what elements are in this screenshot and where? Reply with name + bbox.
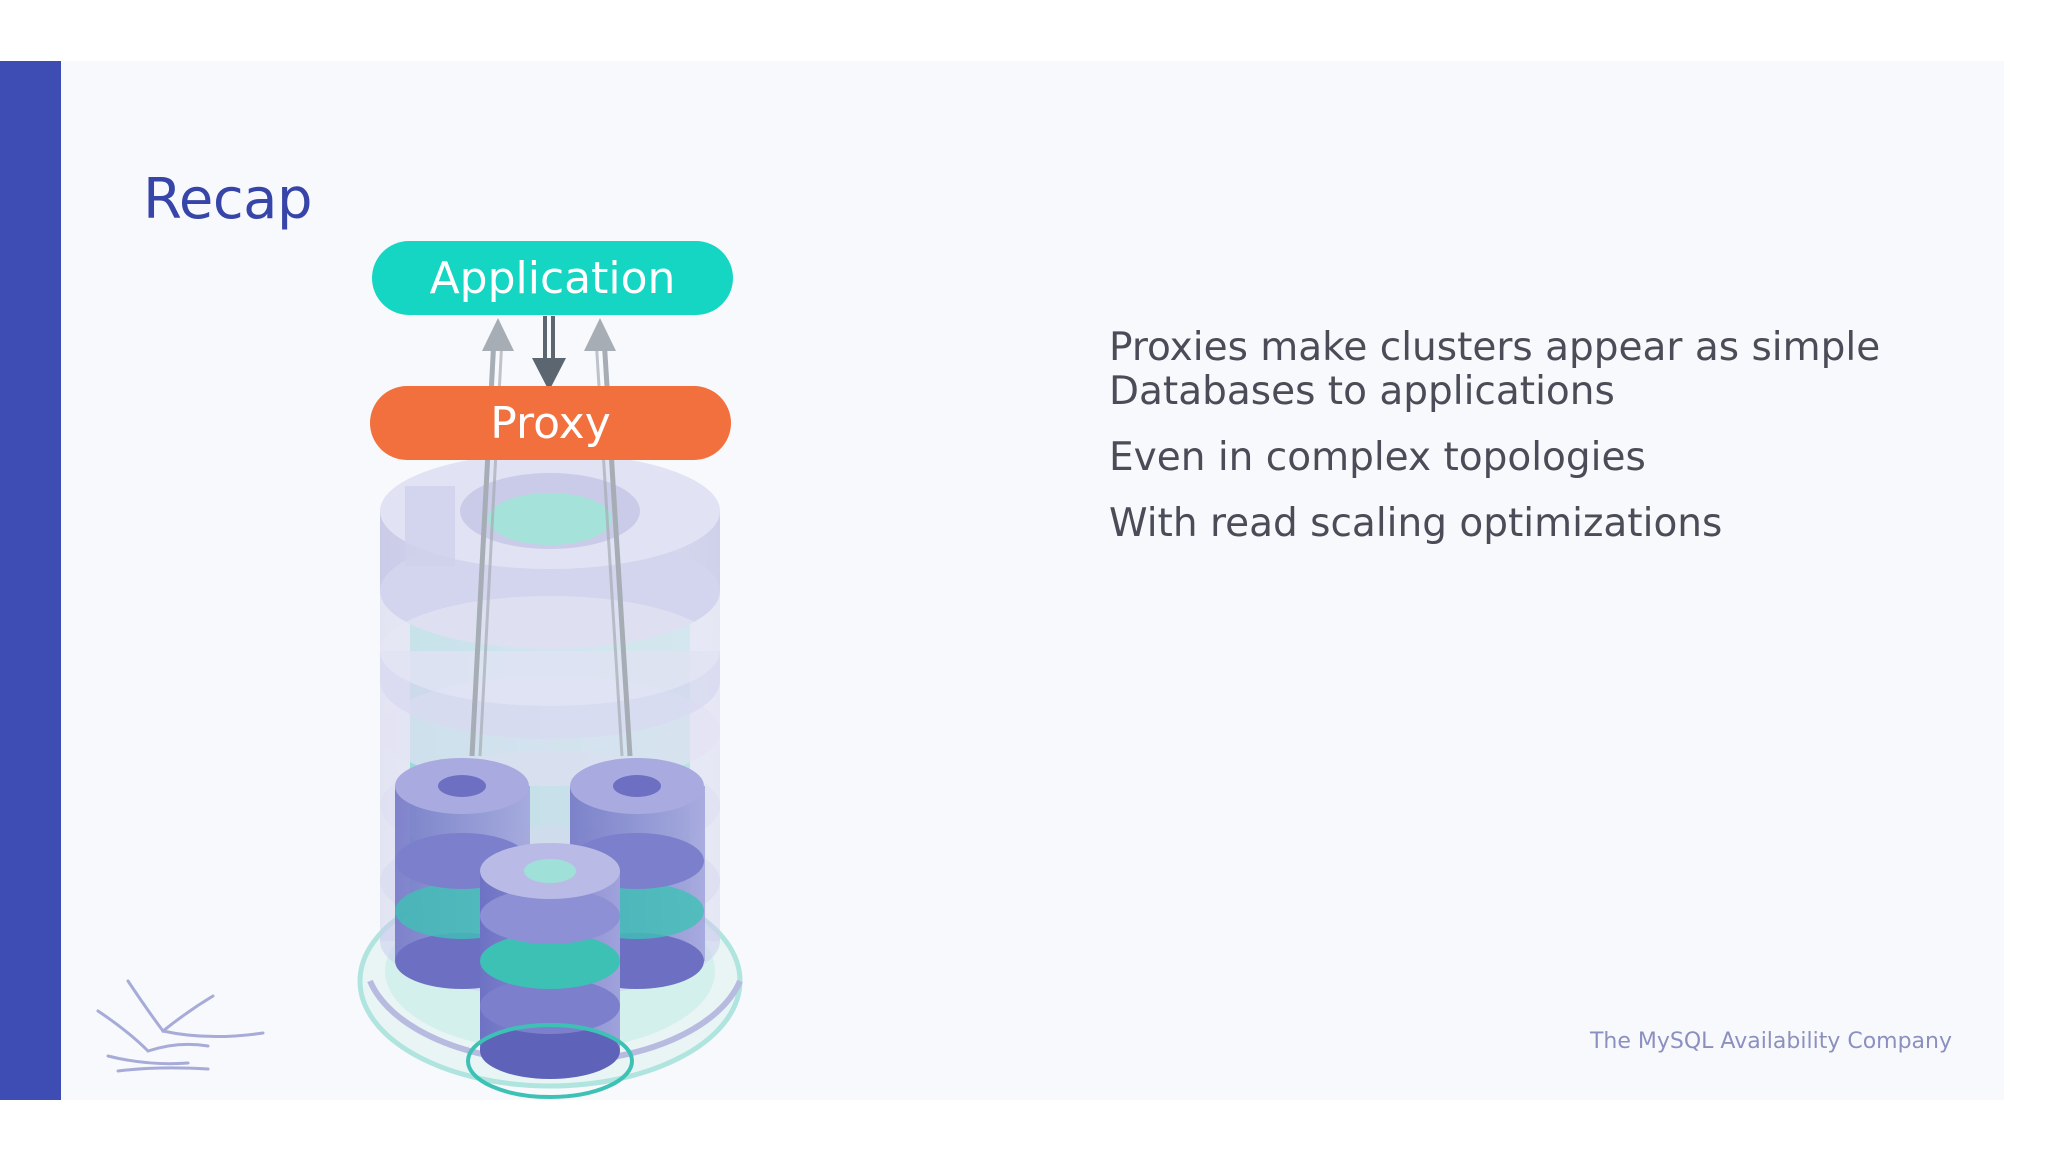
- slide: Recap: [0, 61, 2004, 1100]
- slide-title: Recap: [143, 166, 313, 232]
- recap-points: Proxies make clusters appear as simple D…: [1109, 326, 1909, 568]
- connection-arrows: [469, 316, 633, 757]
- recap-point: Proxies make clusters appear as simple D…: [1109, 325, 1881, 414]
- database-cluster-illustration: [357, 453, 743, 1099]
- recap-point: Even in complex topologies: [1109, 435, 1646, 480]
- flying-birds-logo-icon: [96, 979, 265, 1073]
- accent-bar: [0, 61, 61, 1100]
- proxy-label: Proxy: [490, 397, 611, 449]
- application-label: Application: [429, 252, 676, 304]
- recap-point: With read scaling optimizations: [1109, 501, 1723, 546]
- proxy-node: Proxy: [370, 386, 731, 460]
- company-tagline: The MySQL Availability Company: [1589, 1029, 1952, 1054]
- application-node: Application: [372, 241, 733, 315]
